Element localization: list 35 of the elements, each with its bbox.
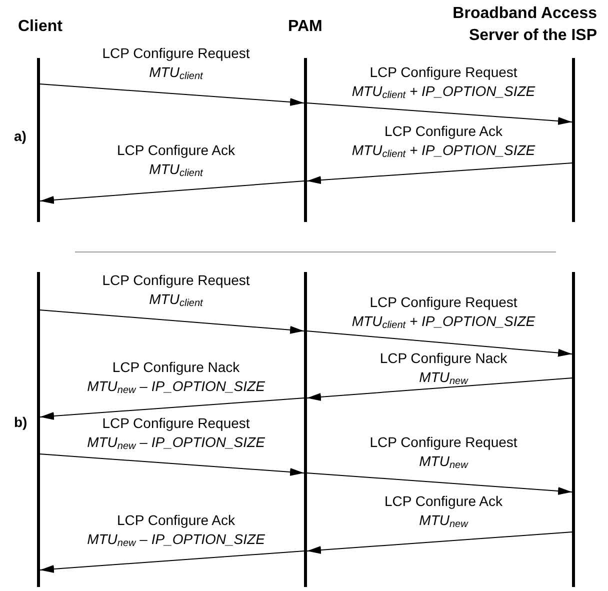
participant-label: PAM [288, 16, 322, 38]
lifeline [37, 58, 40, 222]
lifeline [304, 58, 307, 222]
message-arrow [306, 532, 572, 554]
message-arrow [306, 162, 572, 184]
lifeline [572, 58, 575, 222]
edge-label: LCP Configure Ack MTU$_{client}$ + IP_OPTION_SIZE [352, 122, 536, 160]
participant-label: Client [18, 16, 62, 38]
section-label: b) [14, 414, 28, 430]
edge-label: LCP Configure Request MTU$_{client}$ [102, 44, 250, 82]
section-label: a) [14, 128, 26, 144]
edge-label: LCP Configure Request MTU$_{client}$ [102, 270, 250, 308]
participant-label: Broadband Access Server of the ISP [417, 3, 597, 47]
message-arrow [40, 398, 304, 420]
lifeline [304, 272, 307, 587]
message-arrow [40, 180, 304, 204]
message-arrow [40, 454, 304, 476]
edge-label: LCP Configure Request MTU$_{new}$ – IP_OPTION_SIZE [87, 414, 265, 452]
message-arrow [306, 378, 572, 401]
edge-label: LCP Configure Ack MTU$_{new}$ – IP_OPTION_SIZE [87, 510, 265, 548]
edge-label: LCP Configure Request MTU$_{new}$ [370, 432, 518, 470]
message-arrow [306, 330, 572, 357]
edge-label: LCP Configure Nack MTU$_{new}$ – IP_OPTION_SIZE [87, 358, 265, 396]
edge-label: LCP Configure Ack MTU$_{new}$ [384, 492, 503, 530]
edge-label: LCP Configure Request MTU$_{client}$ + IP_OPTION_SIZE [352, 292, 536, 330]
message-arrow [40, 550, 304, 573]
edge-label: LCP Configure Nack MTU$_{new}$ [380, 349, 508, 387]
edge-label: LCP Configure Request MTU$_{client}$ + IP_OPTION_SIZE [352, 62, 536, 100]
lifeline [37, 272, 40, 587]
edge-label: LCP Configure Ack MTU$_{client}$ [116, 141, 236, 179]
message-arrow [306, 102, 572, 125]
lifeline [572, 272, 575, 587]
message-arrow [306, 472, 572, 495]
message-arrow [40, 84, 304, 106]
message-arrow [40, 310, 304, 334]
